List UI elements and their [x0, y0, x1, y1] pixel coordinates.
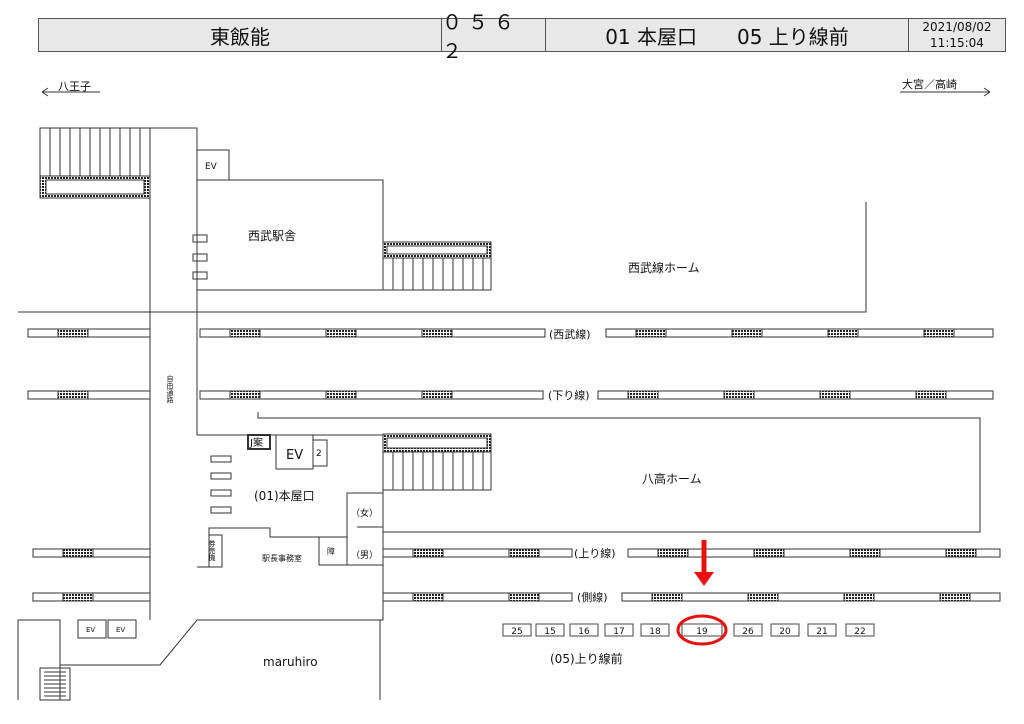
car-position-25[interactable]	[502, 623, 532, 637]
track-segment	[627, 548, 1001, 558]
track-hatch	[421, 328, 453, 338]
car-number: 18	[649, 627, 661, 637]
car-position-20[interactable]	[770, 623, 800, 637]
date: 2021/08/02	[922, 20, 992, 34]
track-label-seibu: (西武線)	[549, 327, 591, 341]
track-hatch	[57, 328, 89, 338]
track-hatch	[325, 390, 357, 400]
ev-label: EV	[116, 626, 125, 634]
track-segment	[199, 390, 544, 400]
car-number: 26	[742, 627, 754, 637]
track-hatch	[627, 390, 659, 400]
direction-left: 八王子	[58, 80, 91, 93]
direction-right: 大宮／高崎	[902, 77, 957, 91]
position-label: (05)上り線前	[550, 651, 623, 666]
car-number: 15	[544, 627, 555, 637]
track-hatch	[849, 548, 881, 558]
track-hatch	[723, 390, 755, 400]
corridor-label: 自由通路	[166, 374, 174, 404]
arrow-right-icon	[900, 87, 991, 97]
car-position-15[interactable]	[535, 623, 565, 637]
track-hatch	[412, 592, 444, 602]
office-label: 駅長事務室	[262, 553, 302, 563]
track-hatch	[819, 390, 851, 400]
track-segment	[27, 328, 151, 338]
hachiko-home-label: 八高ホーム	[642, 471, 702, 486]
track-segment	[382, 548, 573, 558]
track-hatch	[62, 548, 94, 558]
track-hatch	[747, 592, 779, 602]
pointer-arrow-head-icon	[694, 572, 714, 586]
track-hatch	[939, 592, 971, 602]
track-hatch	[421, 390, 453, 400]
track-hatch	[915, 390, 947, 400]
track-hatch	[753, 548, 785, 558]
men-toilet-label: （男）	[351, 550, 378, 561]
car-number: 16	[578, 627, 590, 637]
track-hatch	[651, 592, 683, 602]
track-hatch	[843, 592, 875, 602]
car-number: 25	[511, 627, 522, 637]
track-segment	[27, 390, 151, 400]
car-position-16[interactable]	[569, 623, 599, 637]
track-hatch	[57, 390, 89, 400]
seibu-station-label: 西武駅舎	[248, 229, 296, 243]
car-position-22[interactable]	[845, 623, 875, 637]
ev2-label: 2	[316, 449, 322, 459]
track-label-up: (上り線)	[574, 546, 616, 560]
car-position-18[interactable]	[640, 623, 670, 637]
seibu-home-label: 西武線ホーム	[628, 260, 700, 275]
track-hatch	[923, 328, 955, 338]
track-label-side: (側線)	[577, 590, 608, 604]
ev-label: EV	[205, 162, 218, 172]
ev-label: EV	[286, 448, 303, 463]
car-number: 17	[613, 627, 624, 637]
track-segment	[605, 328, 994, 338]
car-number: 19	[696, 627, 708, 637]
track-label-down: (下り線)	[548, 388, 590, 402]
track-segment	[597, 390, 994, 400]
track-hatch	[945, 548, 977, 558]
track-hatch	[229, 328, 261, 338]
car-number: 20	[779, 627, 791, 637]
car-number: 21	[816, 627, 827, 637]
track-hatch	[62, 592, 94, 602]
timestamp: 2021/08/02 11:15:04	[909, 19, 1005, 51]
track-segment	[621, 592, 1001, 602]
track-hatch	[325, 328, 357, 338]
car-position-21[interactable]	[807, 623, 837, 637]
track-segment	[382, 592, 573, 602]
track-segment	[199, 328, 546, 338]
ticket-machine-label: 券売機	[208, 539, 216, 562]
jinfo-label: J案	[249, 436, 263, 449]
car-number: 22	[854, 627, 865, 637]
arrow-left-icon	[41, 87, 100, 97]
car-position-19[interactable]	[681, 623, 723, 637]
track-hatch	[635, 328, 667, 338]
time: 11:15:04	[930, 36, 984, 50]
car-position-26[interactable]	[733, 623, 763, 637]
car-position-17[interactable]	[604, 623, 634, 637]
track-hatch	[508, 548, 540, 558]
exit-label: (01)本屋口	[254, 489, 315, 503]
track-hatch	[412, 548, 444, 558]
track-hatch	[657, 548, 689, 558]
track-hatch	[229, 390, 261, 400]
ev-label: EV	[86, 626, 95, 634]
shop-maruhiro: maruhiro	[263, 655, 318, 669]
station-name: 東飯能	[39, 19, 442, 51]
track-hatch	[508, 592, 540, 602]
accessible-toilet-label: 障	[327, 546, 335, 556]
women-toilet-label: （女）	[351, 507, 378, 519]
track-hatch	[827, 328, 859, 338]
highlight-circle	[676, 614, 728, 646]
track-hatch	[731, 328, 763, 338]
location-label: 01 本屋口 05 上り線前	[546, 19, 909, 51]
